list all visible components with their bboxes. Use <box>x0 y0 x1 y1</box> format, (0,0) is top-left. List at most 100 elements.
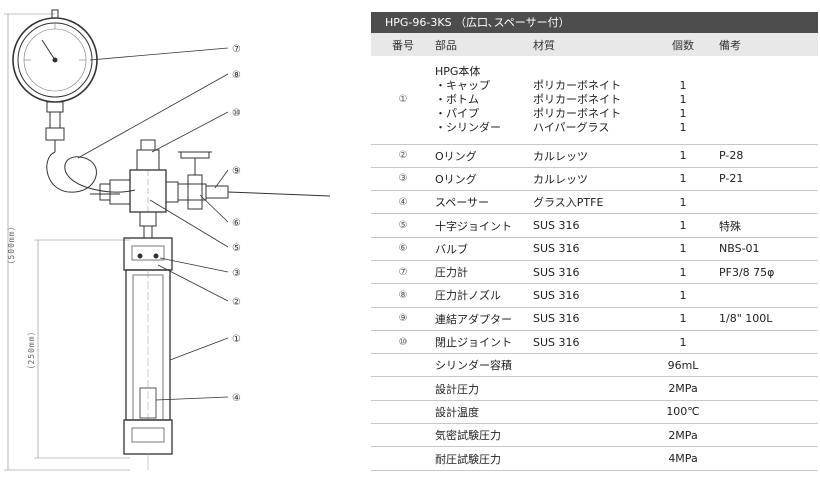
qty-line <box>653 65 713 79</box>
row-no: ⑨ <box>398 313 408 325</box>
callout-10: ⑩ <box>232 108 241 119</box>
table-title: HPG-96-3KS （広口､スペーサー付） <box>371 12 818 33</box>
row-material: SUS 316 <box>533 265 580 279</box>
callout-1: ① <box>232 334 241 345</box>
table-row: ⑩ 閉止ジョイント SUS 316 1 <box>371 330 818 354</box>
part-line: ・シリンダー <box>435 120 501 134</box>
callout-2: ② <box>232 297 241 308</box>
row-material: SUS 316 <box>533 242 580 256</box>
qty-line: 1 <box>679 106 687 120</box>
spec-note <box>713 447 818 470</box>
callout-7: ⑦ <box>232 44 241 55</box>
spec-label: 耐圧試験圧力 <box>435 452 501 466</box>
part-line: ・パイプ <box>435 106 479 120</box>
row-qty: 1 <box>679 242 687 256</box>
spec-spacer <box>371 400 429 423</box>
row-note: P-21 <box>719 172 744 186</box>
row-parts-list: HPG本体 ・キャップ ・ボトム ・パイプ ・シリンダー <box>429 56 527 144</box>
spec-value: 96mL <box>667 358 699 372</box>
parts-table: HPG-96-3KS （広口､スペーサー付） 番号 部品 材質 個数 備考 ① … <box>371 12 818 471</box>
callout-6: ⑥ <box>232 218 241 229</box>
row-part: 十字ジョイント <box>435 219 512 233</box>
row-no: ④ <box>398 196 408 208</box>
row-qty-list: 1 1 1 1 <box>647 56 713 144</box>
spec-spacer <box>371 354 429 377</box>
row-material: SUS 316 <box>533 335 580 349</box>
table-row-main-body: ① HPG本体 ・キャップ ・ボトム ・パイプ ・シリンダー ポリカーボネイト … <box>371 56 818 144</box>
qty-line: 1 <box>679 92 687 106</box>
row-note <box>713 56 818 144</box>
material-line: ポリカーボネイト <box>533 78 621 92</box>
row-part: 閉止ジョイント <box>435 336 512 350</box>
part-line: ・キャップ <box>435 78 490 92</box>
spec-spacer <box>371 447 429 470</box>
header-note: 備考 <box>719 38 741 52</box>
row-no: ⑩ <box>398 336 408 348</box>
part-line: HPG本体 <box>435 64 481 78</box>
spec-note <box>713 400 818 423</box>
row-part: 連結アダプター <box>435 312 512 326</box>
table-header-row: 番号 部品 材質 個数 備考 <box>371 33 818 56</box>
dimension-total-height: （500mm） <box>7 221 16 268</box>
row-qty: 1 <box>679 335 687 349</box>
spec-note <box>713 424 818 447</box>
material-line: ハイパーグラス <box>533 120 610 134</box>
row-part: 圧力計 <box>435 266 468 280</box>
row-material: SUS 316 <box>533 219 580 233</box>
callout-8: ⑧ <box>232 70 241 81</box>
row-qty: 1 <box>679 149 687 163</box>
header-part: 部品 <box>435 38 457 52</box>
row-qty: 1 <box>679 312 687 326</box>
row-material: カルレッツ <box>533 172 588 186</box>
spec-label: シリンダー容積 <box>435 359 512 373</box>
material-line: ポリカーボネイト <box>533 106 621 120</box>
row-note: PF3/8 75φ <box>719 265 775 279</box>
callout-5: ⑤ <box>232 243 241 254</box>
row-part: Oリング <box>435 149 477 163</box>
spec-row: 耐圧試験圧力 4MPa <box>371 447 818 471</box>
spec-value: 100℃ <box>666 405 700 419</box>
spec-label: 設計温度 <box>435 405 479 419</box>
spec-label: 気密試験圧力 <box>435 429 501 443</box>
row-note <box>713 191 818 214</box>
row-no: ③ <box>398 173 408 185</box>
row-note: NBS-01 <box>719 242 760 256</box>
row-note: 1/8" 100L <box>719 312 773 326</box>
row-qty: 1 <box>679 288 687 302</box>
callout-4: ④ <box>232 393 241 404</box>
row-material: SUS 316 <box>533 312 580 326</box>
qty-line: 1 <box>679 120 687 134</box>
assembly-drawing: ⑦ ⑧ ⑩ ⑨ ⑥ ⑤ ③ ② ① ④ （500mm） （250mm） <box>4 9 331 471</box>
row-qty: 1 <box>679 265 687 279</box>
row-material: グラス入PTFE <box>533 196 604 210</box>
row-qty: 1 <box>679 172 687 186</box>
row-part: 圧力計ノズル <box>435 289 501 303</box>
spec-label: 設計圧力 <box>435 382 479 396</box>
row-part: Oリング <box>435 172 477 186</box>
table-row: ④ スペーサー グラス入PTFE 1 <box>371 191 818 214</box>
spec-row: シリンダー容積 96mL <box>371 354 818 377</box>
table-row: ⑨ 連結アダプター SUS 316 1 1/8" 100L <box>371 307 818 331</box>
row-no: ⑦ <box>398 266 408 278</box>
material-line: ポリカーボネイト <box>533 92 621 106</box>
row-qty: 1 <box>679 219 687 233</box>
row-no: ⑧ <box>398 289 408 301</box>
row-no: ⑥ <box>398 243 408 255</box>
row-qty: 1 <box>679 195 687 209</box>
qty-line: 1 <box>679 78 687 92</box>
header-no: 番号 <box>392 38 414 52</box>
row-part: スペーサー <box>435 196 490 210</box>
row-material: カルレッツ <box>533 149 588 163</box>
header-material: 材質 <box>533 38 555 52</box>
spec-spacer <box>371 424 429 447</box>
dimension-body-height: （250mm） <box>27 326 36 373</box>
table-row: ⑦ 圧力計 SUS 316 1 PF3/8 75φ <box>371 260 818 284</box>
spec-value: 4MPa <box>668 452 698 465</box>
row-no: ① <box>398 94 408 106</box>
spec-note <box>713 377 818 400</box>
spec-note <box>713 354 818 377</box>
